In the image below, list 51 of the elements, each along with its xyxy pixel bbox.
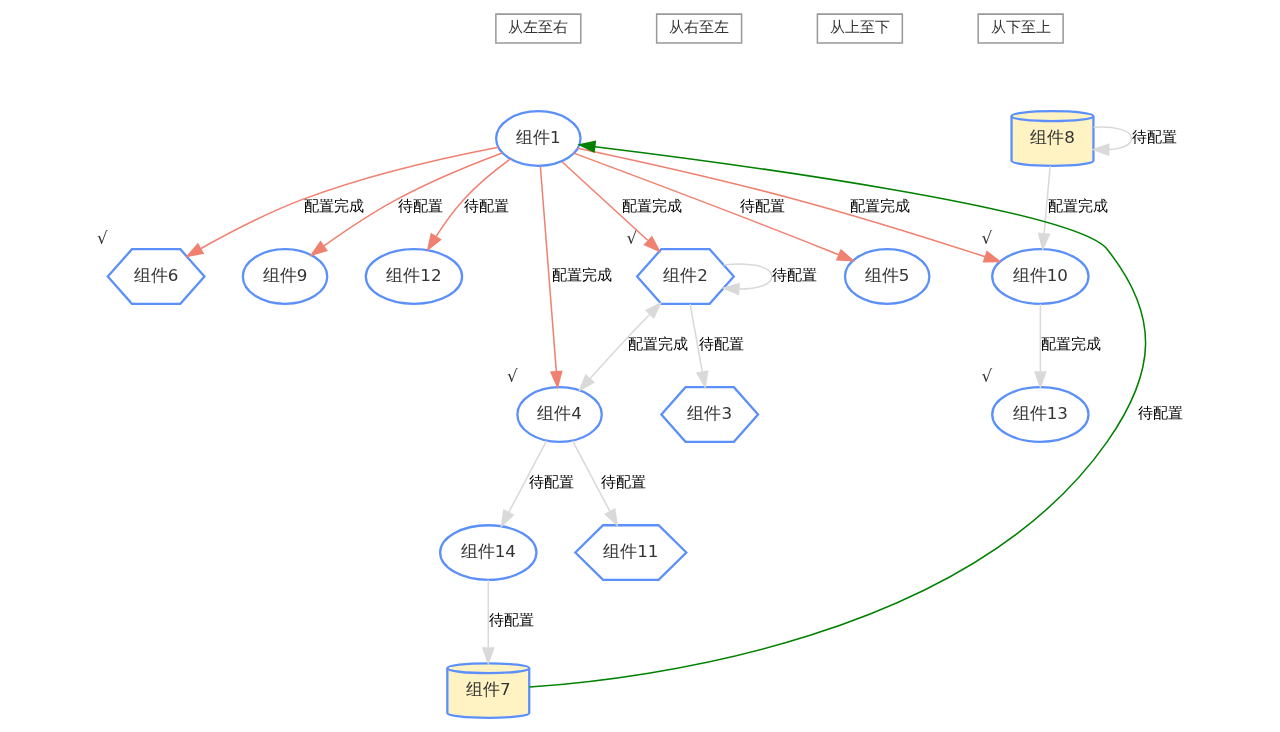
arrow xyxy=(309,152,503,257)
label: 从右至左 xyxy=(669,18,730,37)
arrow xyxy=(578,301,663,392)
arrow xyxy=(721,263,773,296)
node-ellipse: 组件4 xyxy=(516,386,603,443)
edge-label: 配置完成 xyxy=(849,197,910,216)
edge-label: 配置完成 xyxy=(303,197,364,216)
arrow xyxy=(539,165,563,390)
edge-label: 待配置 xyxy=(1137,404,1183,423)
label: 从上至下 xyxy=(829,18,890,37)
edge-label: 待配置 xyxy=(740,197,786,216)
node-ellipse: 组件14 xyxy=(439,524,538,581)
node-ellipse: 组件12 xyxy=(364,248,464,305)
arrow xyxy=(573,152,856,262)
arrow xyxy=(185,146,500,258)
arrow xyxy=(426,158,512,252)
node-ellipse: 组件13 xyxy=(991,386,1090,443)
node-label: √ xyxy=(981,367,993,387)
arrow xyxy=(1037,165,1051,252)
edge-label: 配置完成 xyxy=(552,266,613,285)
edge-label: 配置完成 xyxy=(622,197,683,216)
edge-label: 配置完成 xyxy=(1048,197,1109,216)
edge-label: 待配置 xyxy=(1131,128,1177,147)
node-label: √ xyxy=(981,229,993,249)
edge-label: 待配置 xyxy=(397,197,443,216)
arrow xyxy=(528,140,1147,688)
arrow xyxy=(689,303,709,390)
label: 从下至上 xyxy=(990,18,1051,37)
arrow xyxy=(561,160,662,253)
edge-label: 待配置 xyxy=(600,473,646,492)
edge-label: 待配置 xyxy=(529,473,575,492)
arrow xyxy=(571,440,619,528)
node-ellipse: 组件1 xyxy=(495,110,582,167)
edge-label: 配置完成 xyxy=(1040,335,1101,354)
edge-label: 配置完成 xyxy=(628,335,689,354)
edge-label: 待配置 xyxy=(772,266,818,285)
arrow xyxy=(576,147,1002,263)
arrow xyxy=(1033,303,1047,390)
node-ellipse: 组件10 xyxy=(991,248,1090,305)
node-label: √ xyxy=(507,367,518,387)
node-label: √ xyxy=(97,229,108,249)
label: 从左至右 xyxy=(508,18,569,37)
edge-label: 待配置 xyxy=(488,611,534,630)
arrow xyxy=(481,579,495,666)
arrow xyxy=(500,440,548,528)
edge-label: 待配置 xyxy=(464,197,510,216)
edge-label: 待配置 xyxy=(699,335,745,354)
node-ellipse: 组件9 xyxy=(241,248,329,305)
arrow xyxy=(1091,126,1133,156)
node-ellipse: 组件5 xyxy=(843,248,931,305)
node-label: √ xyxy=(626,229,638,249)
